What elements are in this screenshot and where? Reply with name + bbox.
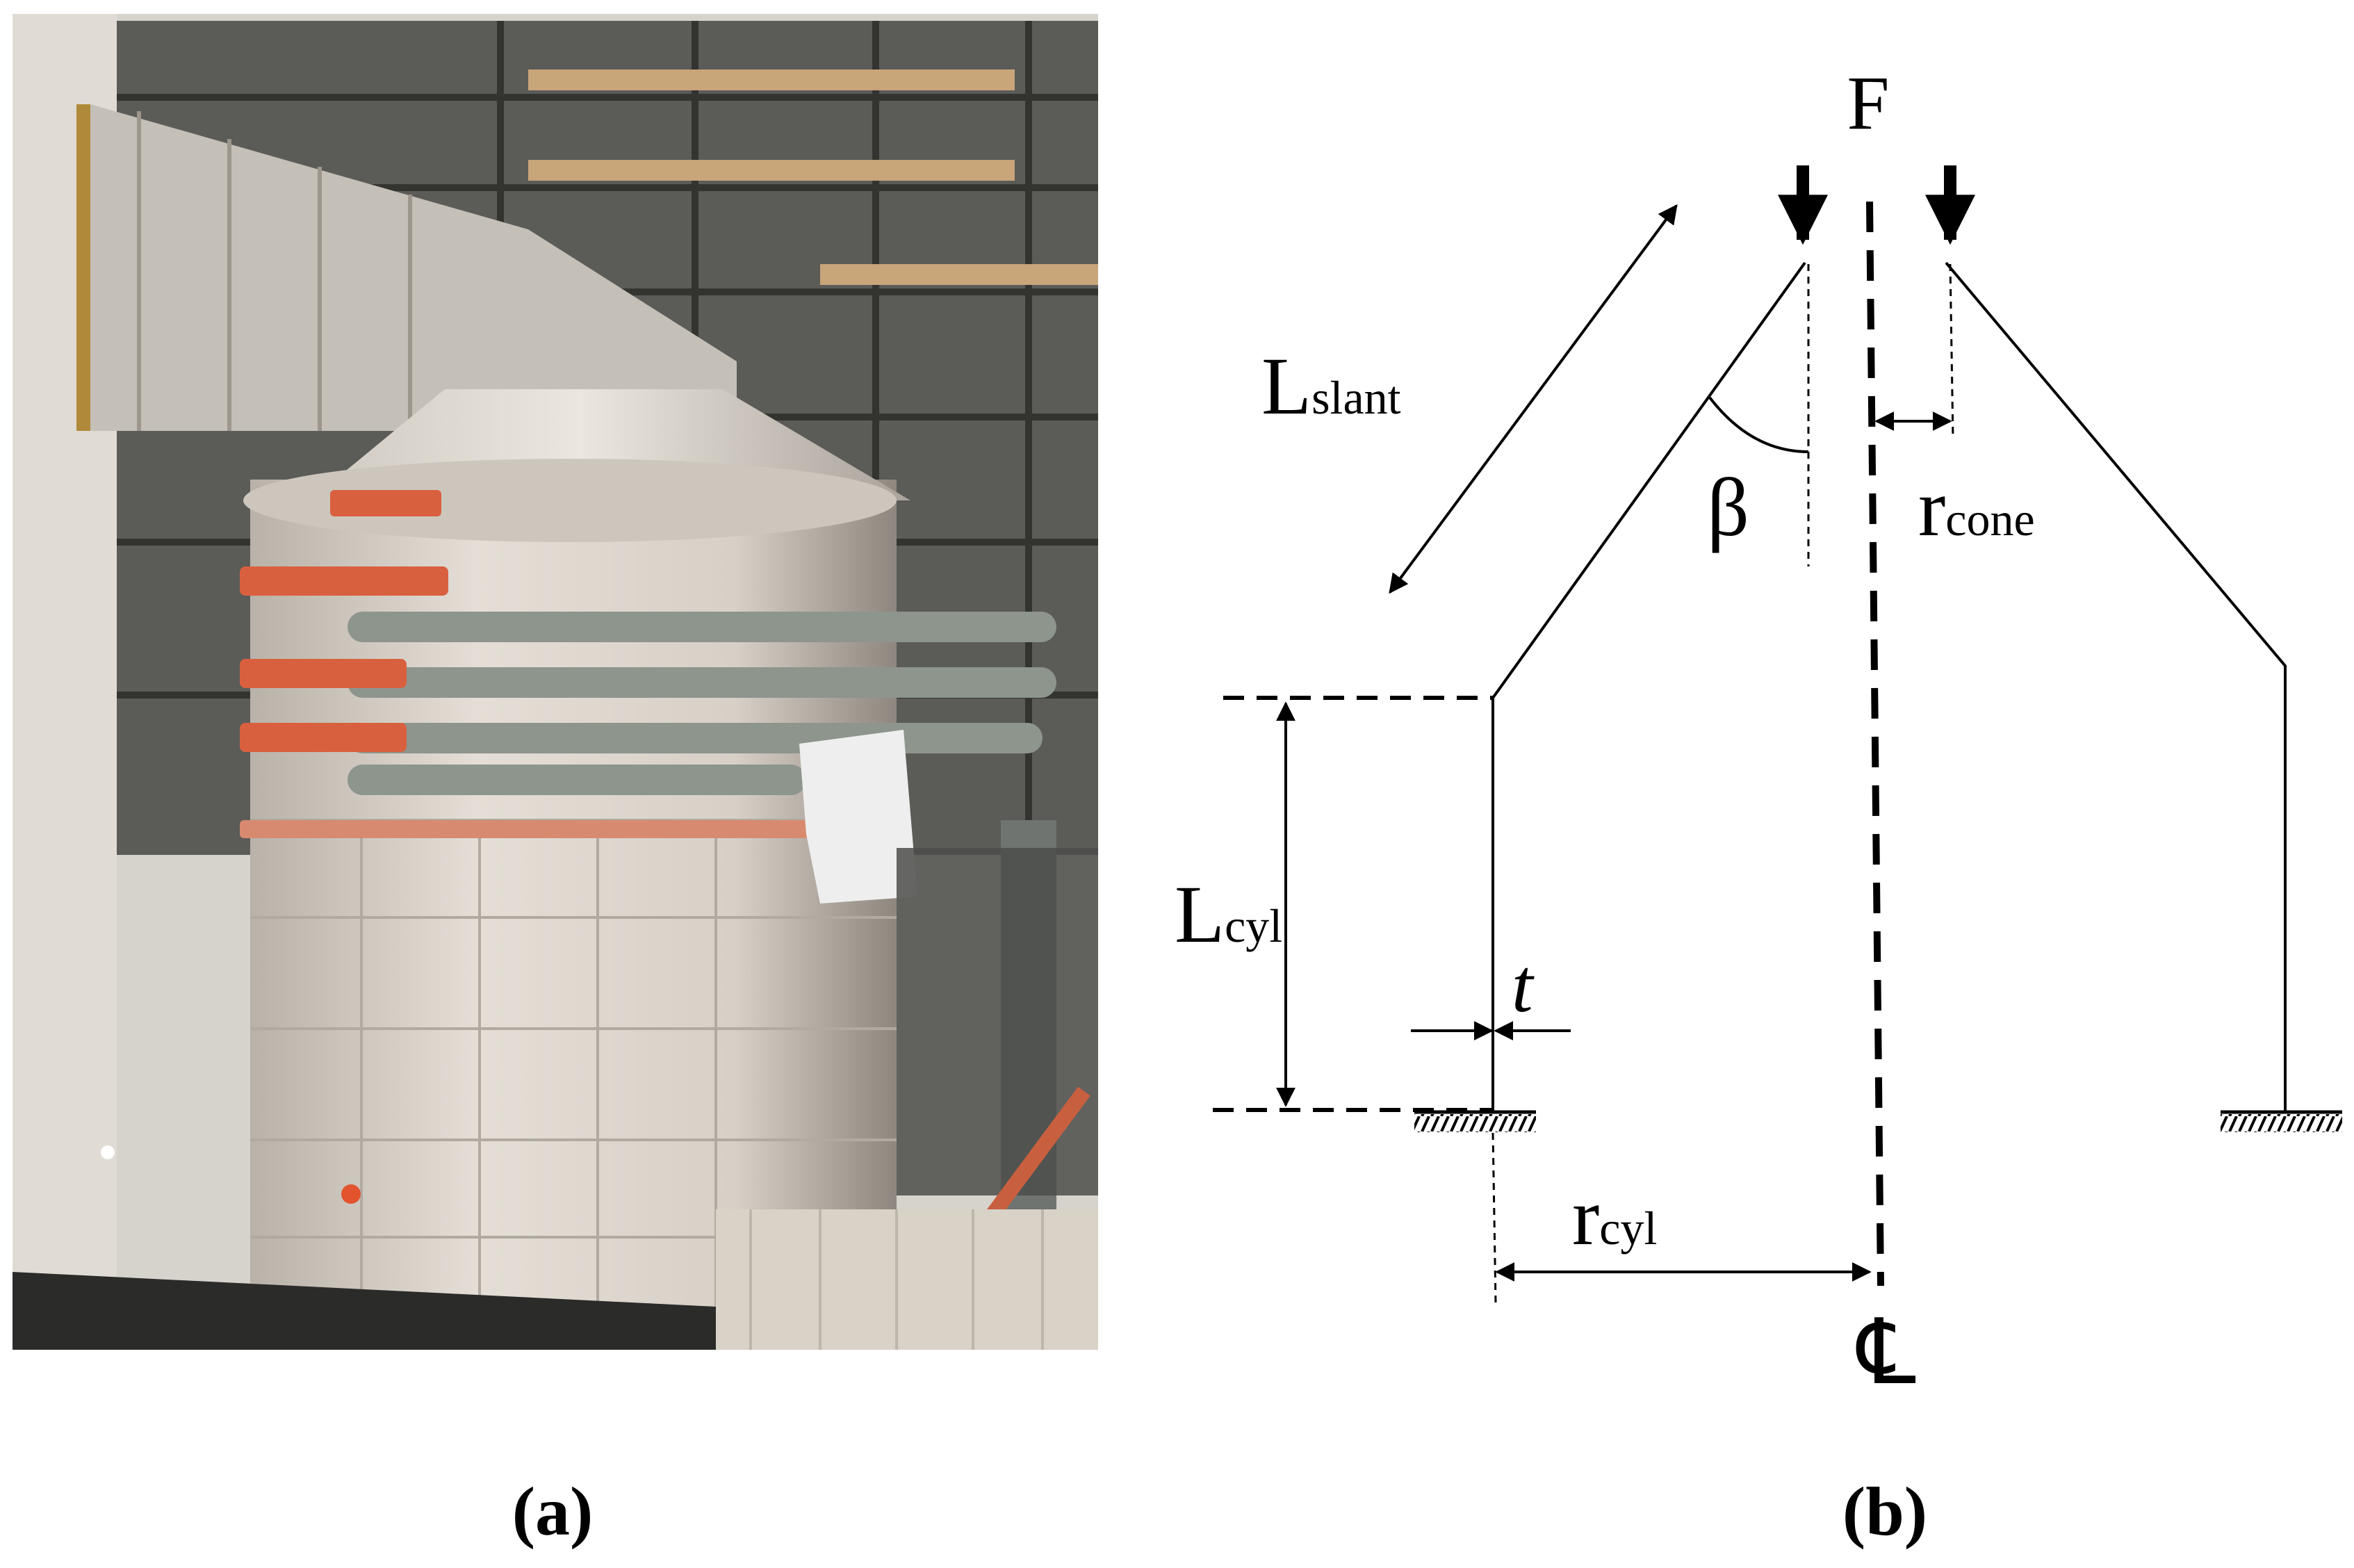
force-label: F	[1847, 60, 1889, 145]
r-cyl-extension	[1491, 1132, 1497, 1304]
thickness-label: t	[1512, 943, 1535, 1028]
panel-b-label: (b)	[1842, 1473, 1927, 1550]
beta-label: β	[1707, 461, 1749, 553]
left-support-hatch	[1414, 1114, 1536, 1132]
centerline-symbol: ℄	[1856, 1303, 1915, 1403]
l-slant-label: Lslant	[1261, 341, 1401, 432]
beta-arc	[1708, 396, 1809, 453]
apex-dashed-right	[1949, 263, 1954, 440]
right-support-hatch	[2221, 1114, 2342, 1132]
right-shell-outline	[1945, 261, 2287, 1112]
r-cyl-label: rcyl	[1572, 1171, 1657, 1262]
r-cone-label: rcone	[1918, 462, 2035, 553]
tank-photo	[13, 14, 1098, 1350]
centerline	[1866, 201, 1884, 1287]
cone-cylinder-schematic	[1213, 165, 2342, 1304]
panel-a-label: (a)	[512, 1473, 594, 1550]
l-cyl-label: Lcyl	[1175, 869, 1282, 960]
l-slant-dimension	[1389, 204, 1678, 594]
